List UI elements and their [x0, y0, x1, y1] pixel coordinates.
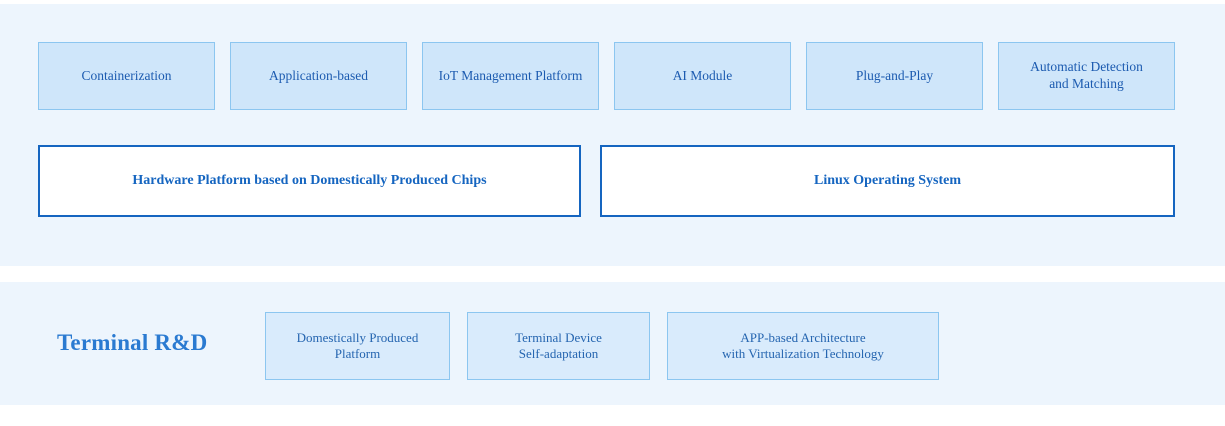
feature-box-label: AI Module	[672, 67, 733, 83]
platform-bar-hardware-platform[interactable]: Hardware Platform based on Domestically …	[38, 145, 581, 217]
terminal-box-label: APP-based Architecture with Virtualizati…	[722, 329, 884, 361]
feature-box-application-based[interactable]: Application-based	[230, 42, 407, 110]
feature-box-plug-and-play[interactable]: Plug-and-Play	[806, 42, 983, 110]
feature-box-ai-module[interactable]: AI Module	[614, 42, 791, 110]
section-title-terminal-rd: Terminal R&D	[57, 330, 208, 355]
feature-box-label: Containerization	[81, 67, 172, 83]
terminal-box-label: Domestically Produced Platform	[296, 329, 419, 361]
feature-box-automatic-detection-and-matching[interactable]: Automatic Detection and Matching	[998, 42, 1175, 110]
feature-box-label: IoT Management Platform	[438, 67, 583, 83]
feature-box-label: Plug-and-Play	[855, 67, 934, 83]
platform-bar-linux-operating-system[interactable]: Linux Operating System	[600, 145, 1175, 217]
platform-bar-label: Linux Operating System	[813, 173, 961, 188]
feature-box-containerization[interactable]: Containerization	[38, 42, 215, 110]
terminal-box-terminal-device-self-adaptation[interactable]: Terminal Device Self-adaptation	[467, 312, 650, 380]
terminal-box-label: Terminal Device Self-adaptation	[515, 329, 602, 361]
platform-bar-row: Hardware Platform based on Domestically …	[38, 145, 1175, 217]
feature-box-iot-management-platform[interactable]: IoT Management Platform	[422, 42, 599, 110]
terminal-box-domestically-produced-platform[interactable]: Domestically Produced Platform	[265, 312, 450, 380]
feature-box-label: Automatic Detection and Matching	[1030, 59, 1143, 91]
feature-box-label: Application-based	[269, 67, 368, 83]
terminal-box-app-based-architecture[interactable]: APP-based Architecture with Virtualizati…	[667, 312, 939, 380]
feature-box-row: Containerization Application-based IoT M…	[38, 42, 1175, 110]
terminal-box-row: Domestically Produced Platform Terminal …	[265, 312, 939, 380]
platform-bar-label: Hardware Platform based on Domestically …	[132, 173, 487, 188]
